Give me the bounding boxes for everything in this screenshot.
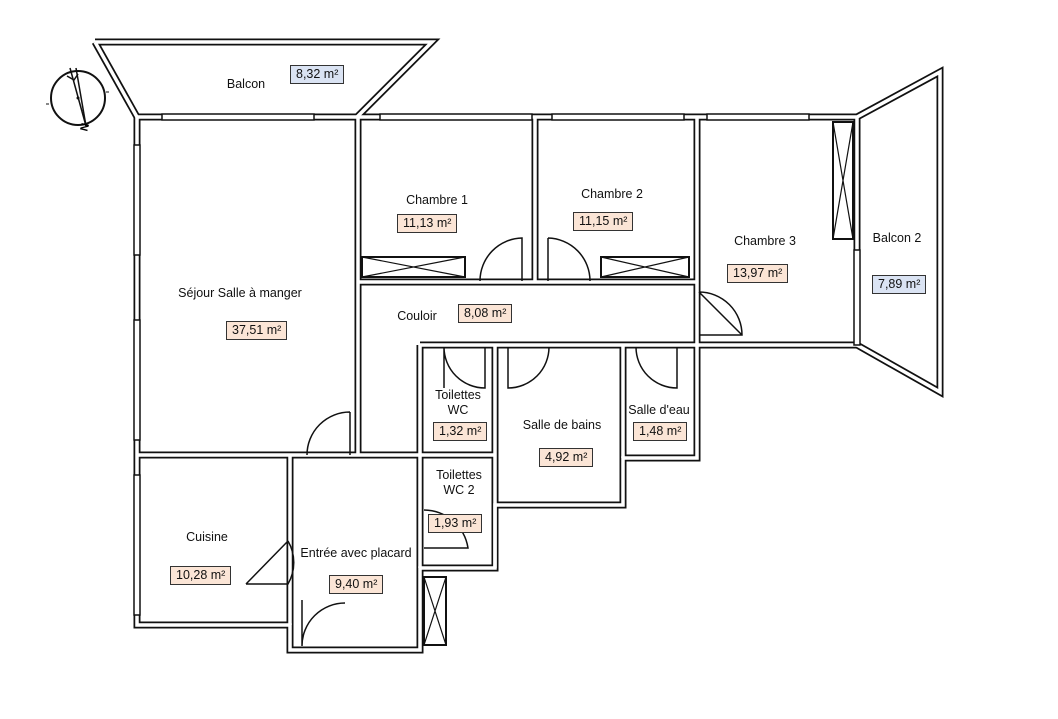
wall-core bbox=[93, 41, 139, 118]
door-swing bbox=[698, 291, 743, 336]
area-badge-chambre-2: 11,15 m² bbox=[573, 212, 634, 231]
area-badge-couloir: 8,08 m² bbox=[458, 304, 513, 323]
fixtures bbox=[133, 113, 861, 647]
room-label-salle-de-bains: Salle de bains bbox=[522, 418, 602, 432]
door-swing bbox=[635, 346, 678, 389]
door-swing bbox=[306, 411, 351, 456]
window bbox=[853, 249, 861, 346]
room-label-salle-d-eau: Salle d'eau bbox=[628, 403, 690, 417]
area-badge-chambre-3: 13,97 m² bbox=[727, 264, 789, 283]
room-label-cuisine: Cuisine bbox=[186, 530, 228, 544]
closet-cross bbox=[361, 256, 466, 278]
area-value: 11,13 m² bbox=[403, 216, 452, 230]
closet-cross bbox=[423, 576, 447, 646]
room-label-entree: Entrée avec placard bbox=[300, 546, 412, 560]
window bbox=[133, 319, 141, 441]
area-badge-balcon-2: 7,89 m² bbox=[872, 275, 927, 294]
area-value: 1,93 m² bbox=[434, 516, 477, 530]
window bbox=[133, 144, 141, 256]
room-label-balcon: Balcon bbox=[226, 77, 266, 91]
area-badge-chambre-1: 11,13 m² bbox=[397, 214, 458, 233]
door-swing bbox=[443, 346, 486, 389]
door-swing bbox=[479, 237, 523, 282]
area-badge-toilettes-wc: 1,32 m² bbox=[433, 422, 488, 441]
room-label-toilettes-wc: Toilettes WC bbox=[435, 388, 481, 417]
walls-inner bbox=[93, 40, 942, 652]
door-swing bbox=[301, 600, 346, 647]
area-value: 4,92 m² bbox=[545, 450, 588, 464]
closet-cross bbox=[600, 256, 690, 278]
window bbox=[161, 113, 315, 121]
area-value: 1,48 m² bbox=[639, 424, 682, 438]
area-badge-sejour: 37,51 m² bbox=[226, 321, 288, 340]
room-label-chambre-1: Chambre 1 bbox=[406, 193, 468, 207]
window bbox=[551, 113, 685, 121]
door-swing bbox=[547, 237, 591, 282]
north-label: N bbox=[78, 122, 92, 133]
area-value: 8,08 m² bbox=[464, 306, 507, 320]
area-value: 37,51 m² bbox=[232, 323, 282, 337]
area-value: 8,32 m² bbox=[296, 67, 339, 81]
closet-cross bbox=[832, 121, 854, 240]
room-label-couloir: Couloir bbox=[397, 309, 437, 323]
wall-core bbox=[95, 40, 437, 119]
area-value: 13,97 m² bbox=[733, 266, 783, 280]
area-value: 1,32 m² bbox=[439, 424, 482, 438]
room-label-chambre-2: Chambre 2 bbox=[581, 187, 643, 201]
area-value: 10,28 m² bbox=[176, 568, 226, 582]
room-label-sejour: Séjour Salle à manger bbox=[178, 286, 302, 300]
room-label-balcon-2: Balcon 2 bbox=[872, 231, 922, 245]
window bbox=[379, 113, 533, 121]
area-badge-entree: 9,40 m² bbox=[329, 575, 384, 594]
window bbox=[133, 474, 141, 616]
room-label-chambre-3: Chambre 3 bbox=[734, 234, 796, 248]
area-value: 7,89 m² bbox=[878, 277, 921, 291]
area-badge-balcon: 8,32 m² bbox=[290, 65, 345, 84]
area-badge-salle-de-bains: 4,92 m² bbox=[539, 448, 594, 467]
area-value: 11,15 m² bbox=[579, 214, 628, 228]
room-label-toilettes-wc-2: Toilettes WC 2 bbox=[436, 468, 482, 497]
area-badge-toilettes-wc-2: 1,93 m² bbox=[428, 514, 483, 533]
area-value: 9,40 m² bbox=[335, 577, 378, 591]
door-swing bbox=[507, 346, 550, 389]
window bbox=[706, 113, 810, 121]
area-badge-cuisine: 10,28 m² bbox=[170, 566, 232, 585]
area-badge-salle-d-eau: 1,48 m² bbox=[633, 422, 688, 441]
door-swing bbox=[245, 540, 295, 585]
north-arrow-icon: N bbox=[46, 67, 109, 133]
